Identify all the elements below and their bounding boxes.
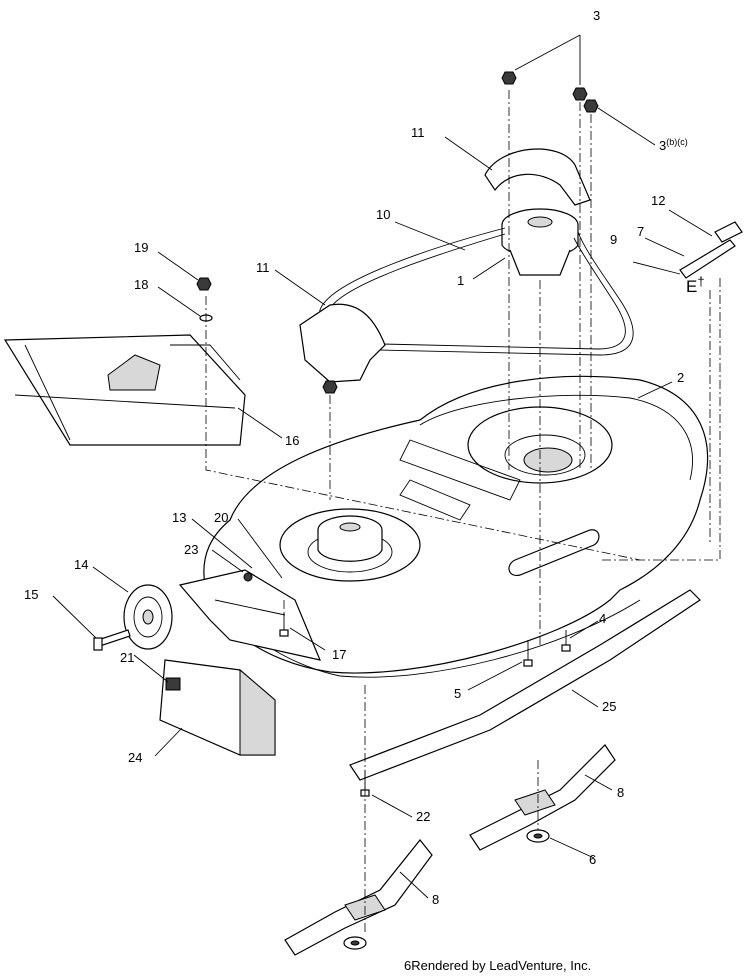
callout-15: 15: [24, 587, 38, 602]
left-spindle-pulley: [317, 515, 383, 562]
assembly-centerlines: [205, 90, 721, 935]
side-baffle: [159, 659, 276, 756]
right-spindle-pulley: [501, 208, 579, 276]
callout-10: 10: [376, 207, 390, 222]
render-credit: 6Rendered by LeadVenture, Inc.: [404, 958, 591, 973]
callout-1: 1: [457, 273, 464, 288]
lift-rod: [679, 221, 743, 279]
discharge-chute: [3, 334, 246, 446]
callout-7: 7: [637, 224, 644, 239]
credit-text: Rendered by LeadVenture, Inc.: [411, 958, 592, 973]
callout-3: 3: [593, 8, 600, 23]
callout-24: 24: [128, 750, 142, 765]
callout-14: 14: [74, 557, 88, 572]
callout-6-bottom: 6: [404, 958, 412, 973]
callout-13: 13: [172, 510, 186, 525]
axle-bolt: [93, 629, 131, 651]
leader-lines: [52, 34, 713, 899]
blade-right: [469, 744, 616, 851]
callout-20: 20: [214, 510, 228, 525]
callout-2: 2: [677, 370, 684, 385]
callout-11-left: 11: [256, 260, 270, 275]
belt-cover-upper: [484, 148, 591, 206]
callout-19: 19: [134, 240, 148, 255]
callout-12: 12: [651, 193, 665, 208]
callout-17: 17: [332, 647, 346, 662]
blade-washer-left: [343, 936, 367, 950]
callout-16: 16: [285, 433, 299, 448]
callout-22: 22: [416, 809, 430, 824]
callout-5: 5: [454, 686, 461, 701]
callout-8-right: 8: [617, 785, 624, 800]
wheel-bracket: [178, 569, 321, 661]
callout-4: 4: [599, 611, 606, 626]
gauge-wheel: [123, 584, 173, 650]
callout-9: 9: [610, 232, 617, 247]
callout-23: 23: [184, 542, 198, 557]
callout-8-left: 8: [432, 892, 439, 907]
callout-25: 25: [602, 699, 616, 714]
callout-3-bc: 3(b)(c): [659, 137, 688, 153]
callout-18: 18: [134, 277, 148, 292]
callout-11-upper: 11: [411, 125, 425, 140]
callout-labels: 3 3(b)(c) 11 10 1 11 19 18 16 2 12 7 9 E…: [24, 8, 705, 907]
callout-E: E†: [686, 274, 705, 296]
blade-washer-right: [526, 829, 550, 843]
callout-21: 21: [120, 650, 134, 665]
deck-stiffener: [349, 589, 701, 781]
belt-cover-left: [299, 303, 386, 383]
callout-6: 6: [589, 852, 596, 867]
